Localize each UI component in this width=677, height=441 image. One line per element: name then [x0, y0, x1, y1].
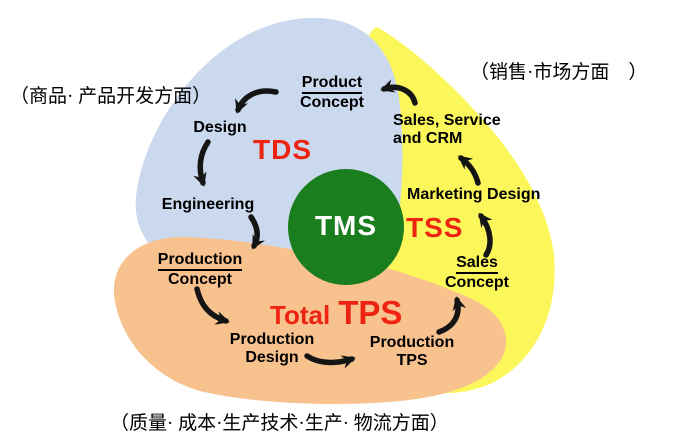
- node-design: Design: [193, 119, 247, 136]
- tss-region-label: TSS: [406, 212, 464, 243]
- sales-service-crm-line2: and CRM: [393, 130, 463, 148]
- arrow-production-design-to-production-tps: [304, 353, 356, 369]
- arrow-production-concept-to-production-design: [194, 286, 230, 325]
- tms-circle: [288, 169, 404, 285]
- node-production-concept: Production Concept: [140, 251, 260, 289]
- sales-service-crm-line1: Sales, Service: [393, 112, 501, 129]
- tds-region-label: TDS: [253, 134, 312, 165]
- node-engineering: Engineering: [161, 196, 255, 213]
- caption-quality-cost-logistics: （质量· 成本·生产技术·生产· 物流方面）: [110, 413, 449, 434]
- arrow-marketing-design-to-crm: [457, 155, 481, 186]
- product-concept-line1: Product: [301, 74, 363, 94]
- tps-label-tps: TPS: [338, 294, 403, 331]
- product-concept-line2: Concept: [300, 93, 364, 111]
- production-design-line1: Production: [229, 331, 315, 348]
- sales-concept-line2: Concept: [445, 273, 509, 291]
- arrow-design-to-engineering: [193, 139, 211, 187]
- tps-label-total: Total: [270, 300, 331, 330]
- caption-sales-market: （销售·市场方面 ）: [470, 62, 648, 83]
- production-tps-line1: Production: [369, 334, 455, 351]
- production-concept-line1: Production: [157, 251, 243, 271]
- arrow-sales-concept-to-marketing-design: [478, 212, 493, 258]
- production-tps-line2: TPS: [396, 352, 428, 370]
- tps-region-blob: [113, 236, 507, 404]
- arrow-product-concept-to-design: [235, 88, 279, 114]
- production-design-line2: Design: [245, 349, 299, 367]
- caption-product-development: （商品· 产品开发方面）: [10, 86, 212, 107]
- sales-concept-line1: Sales: [456, 254, 498, 274]
- node-production-tps: Production TPS: [352, 334, 472, 370]
- tms-circle-label: TMS: [314, 210, 378, 241]
- arrow-production-tps-to-sales-concept: [436, 296, 467, 335]
- production-concept-line2: Concept: [168, 270, 232, 288]
- node-product-concept: Product Concept: [262, 74, 402, 112]
- arrow-crm-to-product-concept: [380, 79, 418, 106]
- node-sales-concept: Sales Concept: [427, 254, 527, 292]
- node-marketing-design: Marketing Design: [407, 186, 541, 203]
- node-production-design: Production Design: [212, 331, 332, 367]
- node-sales-service-crm: Sales, Service and CRM: [393, 112, 501, 148]
- arrow-engineering-to-production-concept: [248, 214, 265, 250]
